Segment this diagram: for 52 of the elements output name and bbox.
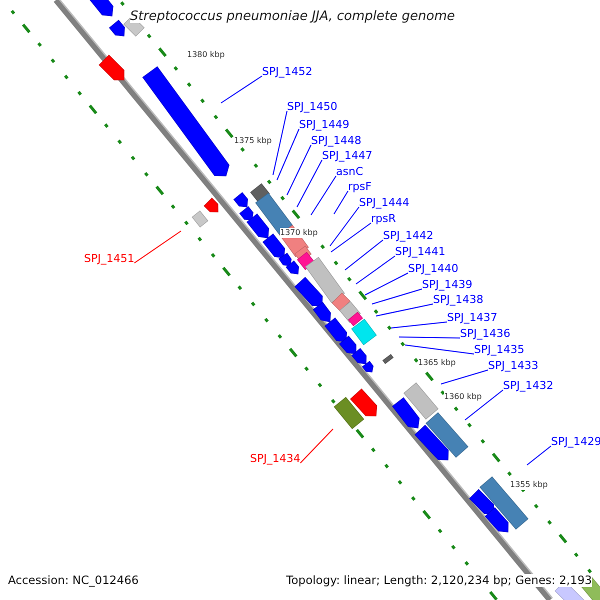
gene-label: SPJ_1435: [474, 343, 524, 356]
leader-line: [296, 160, 322, 208]
leader-line: [276, 128, 300, 180]
gene-label: SPJ_1434: [250, 452, 300, 465]
leader-line: [364, 272, 408, 296]
gene-label: SPJ_1448: [311, 134, 362, 147]
leader-line: [440, 370, 488, 384]
gene-label: asnC: [336, 165, 364, 178]
leader-line: [372, 288, 422, 304]
scale-label: 1355 kbp: [510, 480, 548, 490]
gene-label: SPJ_1438: [433, 293, 484, 306]
gene-label: SPJ_1444: [359, 196, 410, 209]
accession-text: Accession: NC_012466: [8, 574, 139, 587]
leader-line: [526, 446, 552, 466]
scale-label: 1375 kbp: [234, 136, 272, 146]
leader-line: [310, 176, 336, 216]
leader-line: [398, 336, 460, 338]
gene-label: SPJ_1440: [408, 262, 458, 275]
leader-line: [464, 390, 504, 420]
scale-label: 1370 kbp: [280, 228, 318, 238]
scale-label: 1380 kbp: [187, 50, 225, 60]
gene-label: SPJ_1442: [383, 229, 434, 242]
gene-label: SPJ_1433: [488, 359, 538, 372]
gene-label: SPJ_1432: [503, 379, 554, 392]
gene-label: SPJ_1449: [299, 118, 350, 131]
gene-label: SPJ_1447: [322, 149, 372, 162]
leader-line: [286, 144, 312, 196]
leader-line: [376, 304, 434, 316]
gene-label: SPJ_1452: [262, 65, 312, 78]
gene-label: rpsR: [371, 212, 396, 225]
leader-line: [330, 222, 372, 252]
gene-label: SPJ_1450: [287, 100, 338, 113]
gene-label: SPJ_1439: [422, 278, 472, 291]
leader-line: [330, 206, 360, 246]
gene-label: rpsF: [348, 180, 372, 193]
gene-label: SPJ_1441: [395, 245, 446, 258]
leader-line: [134, 230, 182, 264]
leader-line: [300, 428, 334, 464]
genome-summary-text: Topology: linear; Length: 2,120,234 bp; Genes: 2,193: [286, 574, 592, 587]
gene-label: SPJ_1436: [460, 327, 510, 340]
leader-line: [404, 344, 474, 354]
leader-line: [220, 76, 262, 104]
leader-line: [334, 190, 348, 214]
gene-label: SPJ_1451: [84, 252, 134, 265]
leader-line: [272, 110, 288, 176]
leader-line: [390, 322, 448, 328]
leader-line: [356, 256, 396, 284]
leader-line: [344, 240, 384, 270]
map-title: Streptococcus pneumoniae JJA, complete genome: [130, 10, 455, 23]
scale-label: 1360 kbp: [444, 392, 482, 402]
gene-label: SPJ_1437: [447, 311, 498, 324]
scale-label: 1365 kbp: [418, 358, 456, 368]
